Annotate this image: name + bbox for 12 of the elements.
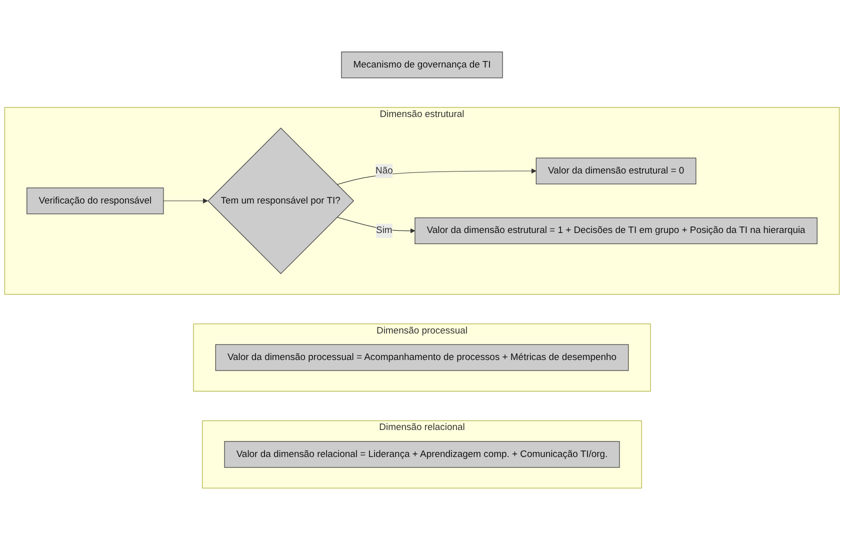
node-box: Valor da dimensão processual = Acompanhamento de processos + Métricas de desempenho — [215, 344, 629, 371]
node-diamond: Tem um responsável por TI? — [208, 128, 354, 274]
node-box: Valor da dimensão estrutural = 1 + Decisões de TI em grupo + Posição da TI na hierarquia — [414, 218, 818, 244]
edge-label: Sim — [376, 225, 392, 236]
edge-label: Não — [375, 166, 393, 176]
arrow — [336, 168, 536, 185]
arrow — [336, 216, 416, 234]
node-box: Mecanismo de governança de TI — [341, 52, 503, 78]
node-box: Valor da dimensão estrutural = 0 — [536, 158, 696, 184]
node-box: Valor da dimensão relacional = Liderança + Aprendizagem comp. + Comunicação TI/org. — [224, 441, 620, 468]
node-box: Verificação do responsável — [26, 188, 164, 214]
arrow — [163, 198, 208, 204]
